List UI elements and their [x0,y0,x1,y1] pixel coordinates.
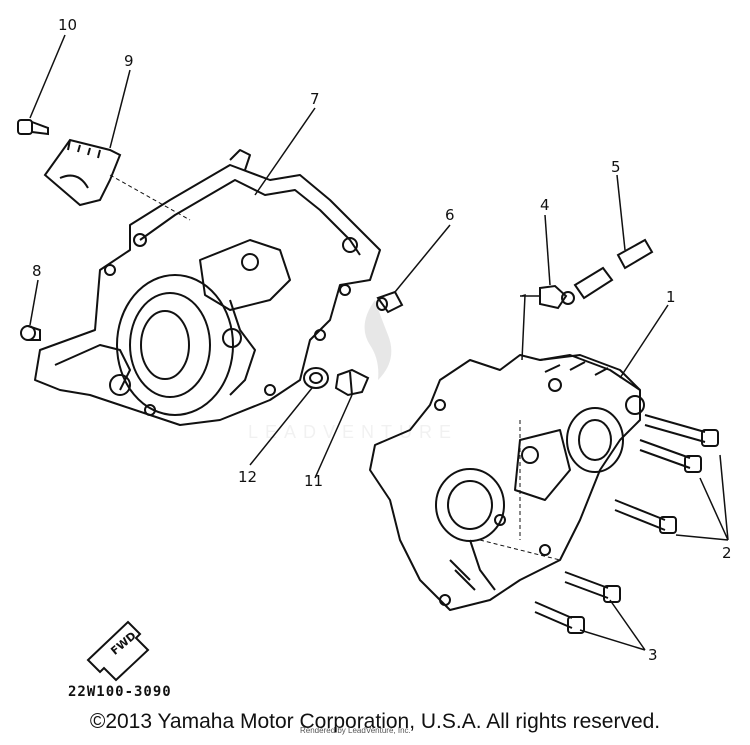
callout-1: 1 [666,288,676,306]
dowel-8 [20,325,41,341]
callout-9: 9 [124,52,134,70]
screw-10 [17,119,49,136]
alignment-lines [109,174,561,561]
fitting-4 [539,284,575,310]
callout-4: 4 [540,196,550,214]
washer-12 [303,367,329,389]
bolts-2 [614,414,719,534]
right-crankcase [369,354,645,611]
left-crankcase [34,149,381,426]
plug-11 [334,368,370,397]
callout-12: 12 [238,468,257,486]
pipe-5 [573,238,654,300]
callout-8: 8 [32,262,42,280]
copyright-notice: ©2013 Yamaha Motor Corporation, U.S.A. A… [89,710,661,733]
bolts-3 [534,571,621,634]
callout-11: 11 [304,472,323,490]
part-code: 22W100-3090 [68,684,172,700]
bearing-plate [43,138,122,207]
fwd-label: FWD [108,629,138,657]
watermark-text: LEADVENTURE [248,422,458,442]
dowel-6 [376,290,404,314]
watermark-logo: LEADVENTURE [248,300,458,442]
callout-6: 6 [445,206,455,224]
callout-10: 10 [58,16,77,34]
callout-2: 2 [722,544,732,562]
fwd-arrow-icon: FWD [86,620,150,682]
callout-3: 3 [648,646,658,664]
leader-lines [29,34,729,651]
callout-5: 5 [611,158,621,176]
callout-7: 7 [310,90,320,108]
attribution-text: Rendered by LeadVenture, Inc. [300,726,411,735]
